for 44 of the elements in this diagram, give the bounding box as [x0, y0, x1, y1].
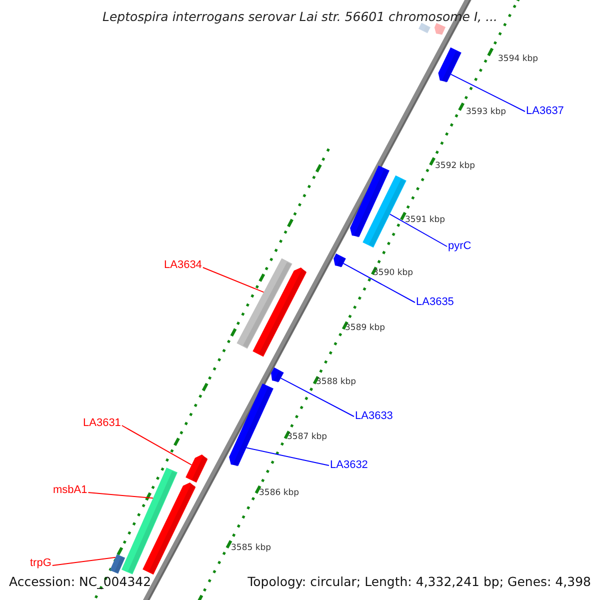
- scale-label: 3585 kbp: [231, 543, 272, 554]
- leader-line: [88, 492, 154, 499]
- scale-label: 3589 kbp: [345, 323, 386, 334]
- gene-label: LA3631: [83, 417, 121, 430]
- gene-bar: [122, 468, 178, 574]
- leader-line: [342, 262, 416, 303]
- scale-label: 3592 kbp: [435, 161, 476, 172]
- gene-label: LA3633: [355, 410, 393, 423]
- gene-label: msbA1: [53, 484, 88, 497]
- leader-line: [246, 447, 330, 466]
- gene-feature: [434, 22, 446, 35]
- summary-text: Topology: circular; Length: 4,332,241 bp; Genes: 4,398: [248, 575, 591, 589]
- gene-bar: [418, 22, 430, 34]
- leader-line: [52, 556, 116, 566]
- accession-text: Accession: NC_004342: [9, 575, 152, 589]
- scale-label: 3591 kbp: [405, 215, 446, 226]
- gene-feature: [271, 367, 284, 382]
- scale-label: 3594 kbp: [498, 54, 538, 65]
- gene-feature: [438, 47, 462, 82]
- scale-label: 3590 kbp: [373, 268, 414, 279]
- gene-bar: [362, 175, 406, 248]
- gene-feature: [334, 254, 346, 268]
- gene-label: LA3637: [526, 105, 564, 118]
- gene-label: LA3635: [416, 296, 454, 309]
- leader-line: [450, 74, 526, 112]
- gene-feature: [142, 482, 196, 575]
- gene-label: trpG: [30, 557, 52, 570]
- gene-feature: [350, 166, 390, 238]
- gene-label: LA3634: [164, 259, 202, 272]
- gene-label: pyrC: [448, 240, 472, 253]
- leader-line: [202, 267, 264, 293]
- scale-label: 3588 kbp: [316, 377, 356, 388]
- gene-feature: [229, 384, 274, 466]
- gene-bar: [110, 554, 126, 574]
- gene-label: LA3632: [330, 459, 368, 472]
- gene-feature: [186, 454, 208, 483]
- gene-feature: [252, 267, 307, 357]
- leader-line: [280, 378, 354, 417]
- leader-line: [121, 425, 192, 466]
- scale-label: 3587 kbp: [287, 432, 328, 443]
- leader-line: [389, 214, 448, 247]
- scale-label: 3593 kbp: [466, 107, 506, 118]
- scale-label: 3586 kbp: [259, 488, 300, 499]
- gene-bar: [236, 258, 292, 349]
